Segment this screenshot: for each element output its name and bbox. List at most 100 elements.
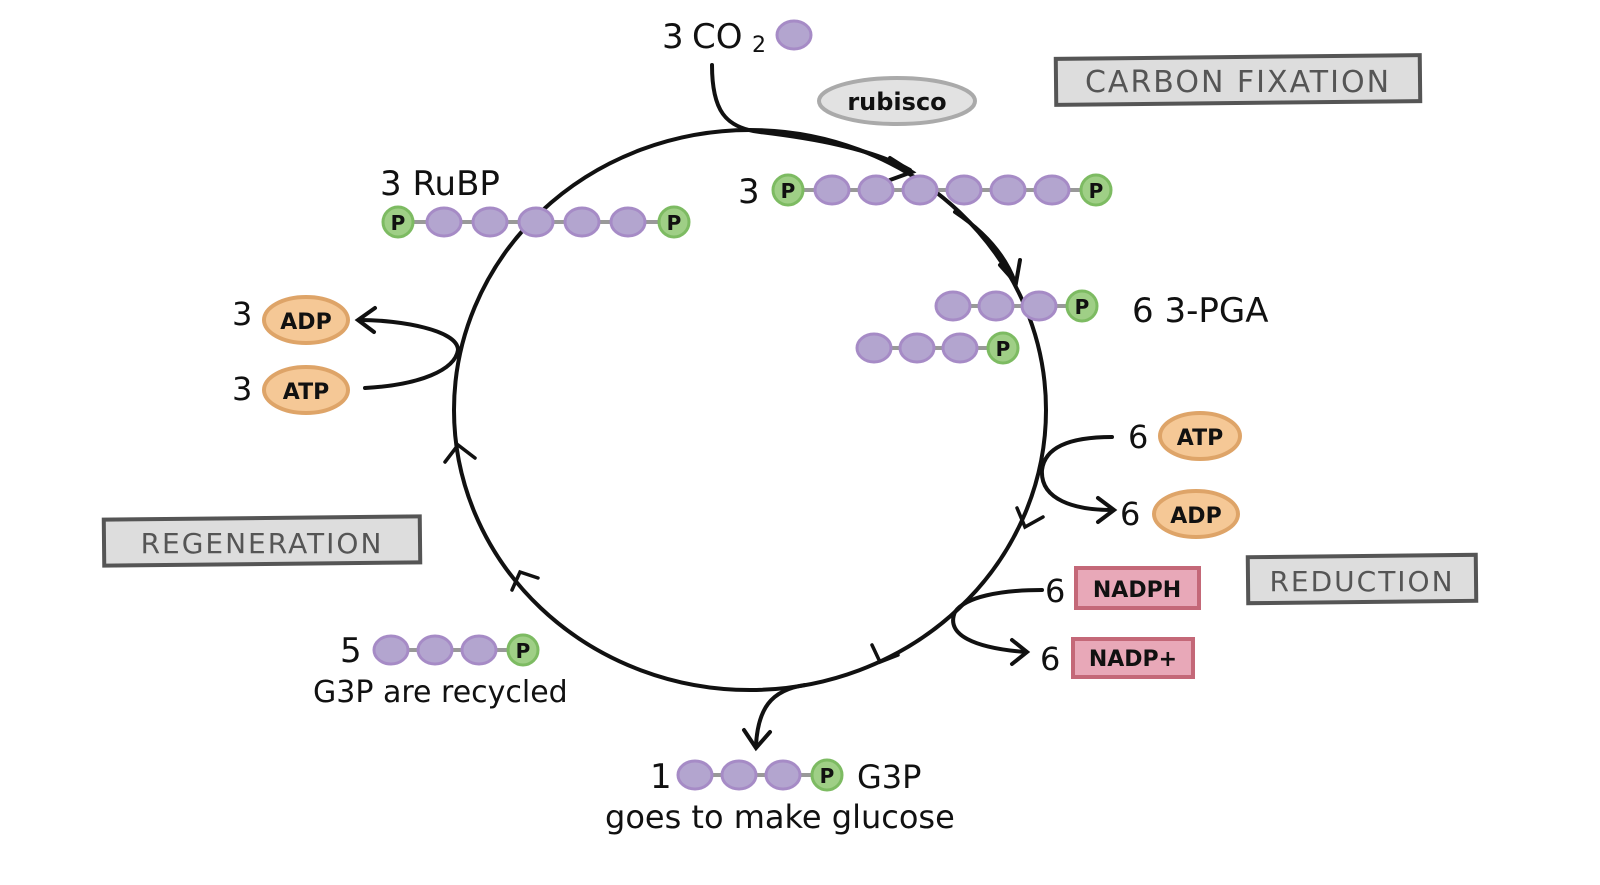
reduction-atp-arrow <box>1039 435 1114 512</box>
phosphate-symbol: P <box>391 211 406 235</box>
carbon-atom <box>898 332 936 364</box>
g3p-recycled-label: G3P are recycled <box>313 675 568 710</box>
reduction-nadp-text: NADP+ <box>1089 647 1177 672</box>
reduction-nadph-text: NADPH <box>1093 578 1181 603</box>
carbon-atom <box>775 19 813 51</box>
phosphate-group <box>381 205 415 239</box>
cycle-arrowhead-left-lower <box>510 569 540 592</box>
carbon-atom <box>416 634 454 666</box>
stage-label-carbon-fixation: CARBON FIXATION <box>1053 53 1423 107</box>
regeneration-adp-count: 3 <box>232 295 252 333</box>
phosphate-group <box>657 205 691 239</box>
carbon-atom <box>425 206 463 238</box>
carbon-atom <box>1033 174 1071 206</box>
split-arrowhead <box>998 258 1022 288</box>
phosphate-group <box>506 633 540 667</box>
carbon-atom <box>563 206 601 238</box>
reduction-nadph-count: 6 <box>1045 572 1065 610</box>
carbon-atom <box>609 206 647 238</box>
regeneration-atp-count: 3 <box>232 370 252 408</box>
carbon-atom <box>1020 290 1058 322</box>
phosphate-symbol: P <box>1075 295 1090 319</box>
co2-count: 3 <box>662 17 684 57</box>
carbon-atom <box>857 174 895 206</box>
g3p-out-count: 1 <box>650 757 672 797</box>
regeneration-adp-arrowhead <box>354 306 377 334</box>
phosphate-group <box>771 173 805 207</box>
g3p-output-arrow <box>754 683 807 747</box>
co2-label: 3 CO 2 <box>662 17 766 58</box>
rubisco-enzyme: rubisco <box>817 76 977 126</box>
reduction-nadph-arrow <box>951 588 1044 654</box>
carbon-atom <box>764 759 802 791</box>
reduction-text: REDUCTION <box>1269 565 1454 598</box>
phosphate-symbol: P <box>820 764 835 788</box>
carbon-atom <box>855 332 893 364</box>
carbon-atom <box>460 634 498 666</box>
rubisco-text: rubisco <box>847 88 946 116</box>
reduction-nadp-count: 6 <box>1040 640 1060 678</box>
carbon-atom <box>941 332 979 364</box>
reduction-atp-text: ATP <box>1177 426 1223 451</box>
reduction-adp-count: 6 <box>1120 495 1140 533</box>
g3p-recycled-count: 5 <box>340 631 362 671</box>
phosphate-symbol: P <box>667 211 682 235</box>
reduction-atp-badge: ATP <box>1158 411 1242 461</box>
reduction-adp-badge: ADP <box>1152 489 1240 539</box>
carbon-atom <box>945 174 983 206</box>
regeneration-adp-text: ADP <box>280 310 331 335</box>
carbon-atom <box>471 206 509 238</box>
phosphate-group <box>1079 173 1113 207</box>
phosphate-group <box>810 758 844 792</box>
stage-label-regeneration: REGENERATION <box>101 514 423 568</box>
regeneration-adp-badge: ADP <box>262 295 350 345</box>
g3p-recycled-molecule: P <box>372 633 540 667</box>
reduction-atp-count: 6 <box>1128 418 1148 456</box>
phosphate-symbol: P <box>996 337 1011 361</box>
pga-molecule: P <box>855 331 1020 365</box>
carbon-atom <box>934 290 972 322</box>
reduction-nadp-badge: NADP+ <box>1071 637 1195 679</box>
co2-input-arrow <box>710 63 912 172</box>
carbon-fixation-text: CARBON FIXATION <box>1085 65 1391 100</box>
phosphate-group <box>986 331 1020 365</box>
g3p-out-label: goes to make glucose <box>605 798 955 836</box>
rubp-label: 3 RuBP <box>380 164 500 204</box>
pga-molecule: P <box>934 289 1099 323</box>
phosphate-symbol: P <box>516 639 531 663</box>
carbon-atom <box>813 174 851 206</box>
carbon-atom <box>676 759 714 791</box>
six-carbon-count: 3 <box>738 172 760 212</box>
g3p-out-name: G3P <box>857 758 921 796</box>
phosphate-group <box>1065 289 1099 323</box>
g3p-output-arrowhead <box>742 728 772 752</box>
phosphate-symbol: P <box>1089 179 1104 203</box>
split-arrow <box>953 210 1017 284</box>
co2-molecule <box>775 19 813 51</box>
carbon-atom <box>989 174 1027 206</box>
reduction-adp-arrowhead <box>1096 496 1118 524</box>
co2-name: CO <box>692 17 743 57</box>
pga-label: 6 3-PGA <box>1132 291 1268 331</box>
regeneration-atp-text: ATP <box>283 380 329 405</box>
phosphate-symbol: P <box>781 179 796 203</box>
carbon-atom <box>372 634 410 666</box>
reduction-adp-text: ADP <box>1170 504 1221 529</box>
carbon-atom <box>901 174 939 206</box>
regeneration-atp-badge: ATP <box>262 365 350 415</box>
stage-label-reduction: REDUCTION <box>1245 552 1479 606</box>
regeneration-atp-arrow <box>358 318 461 390</box>
reduction-nadp-arrowhead <box>1010 638 1031 666</box>
carbon-atom <box>977 290 1015 322</box>
carbon-atom <box>517 206 555 238</box>
co2-subscript: 2 <box>752 33 766 58</box>
carbon-atom <box>720 759 758 791</box>
cycle-arrowhead-right-lower <box>870 643 900 665</box>
co2-input-arrowhead <box>888 156 917 182</box>
regeneration-text: REGENERATION <box>141 527 384 560</box>
cycle-arrowhead-left-upper <box>443 442 477 464</box>
g3p-out-molecule: P <box>676 758 844 792</box>
